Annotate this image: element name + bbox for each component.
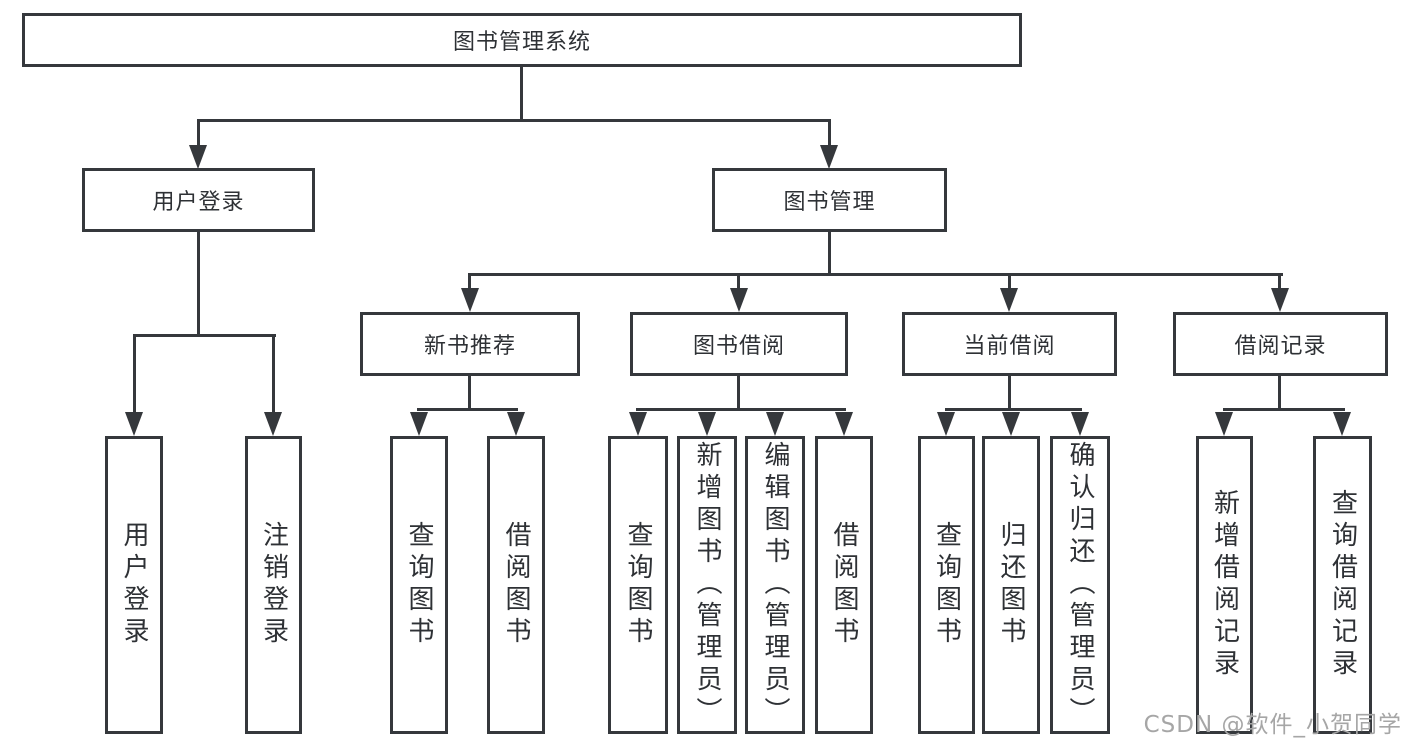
leaf-label: 确认归还（管理员） — [1065, 441, 1095, 729]
leaf-add-borrow-record: 新增借阅记录 — [1196, 436, 1253, 734]
node-current-borrow-label: 当前借阅 — [963, 334, 1056, 359]
leaf-borrow-books: 借阅图书 — [815, 436, 873, 734]
connector-root-stem — [520, 67, 523, 120]
leaf-label: 用户登录 — [119, 521, 149, 649]
leaf-label: 归还图书 — [996, 521, 1026, 649]
connector-drop — [737, 273, 740, 291]
node-borrow-records-label: 借阅记录 — [1234, 334, 1327, 359]
node-root: 图书管理系统 — [22, 13, 1022, 67]
connector-group-bar — [1223, 408, 1345, 411]
leaf-logout: 注销登录 — [245, 436, 302, 734]
leaf-query-books-recommend: 查询图书 — [390, 436, 448, 734]
arrow-down-icon — [410, 412, 428, 436]
node-root-label: 图书管理系统 — [452, 30, 591, 55]
arrow-down-icon — [1215, 412, 1233, 436]
leaf-user-login: 用户登录 — [105, 436, 163, 734]
arrow-down-icon — [698, 412, 716, 436]
arrow-down-icon — [461, 288, 479, 312]
connector-group-stem — [1008, 376, 1011, 411]
connector-bookmgmt-stem — [828, 232, 831, 276]
leaf-return-books: 归还图书 — [982, 436, 1040, 734]
node-borrow-records: 借阅记录 — [1173, 312, 1388, 376]
connector-group-stem — [468, 376, 471, 411]
connector-group-bar — [945, 408, 1082, 411]
arrow-down-icon — [1271, 288, 1289, 312]
leaf-label: 新增借阅记录 — [1209, 489, 1240, 681]
node-book-management-label: 图书管理 — [783, 190, 876, 215]
connector-drop — [1278, 273, 1281, 291]
node-user-login-label: 用户登录 — [152, 190, 245, 215]
leaf-label: 借阅图书 — [501, 521, 531, 649]
arrow-down-icon — [629, 412, 647, 436]
leaf-label: 新增图书（管理员） — [692, 441, 722, 729]
node-user-login: 用户登录 — [82, 168, 315, 232]
arrow-down-icon — [1333, 412, 1351, 436]
connector-drop — [133, 334, 136, 414]
arrow-down-icon — [835, 412, 853, 436]
connector-group-bar — [636, 408, 846, 411]
leaf-label: 查询图书 — [623, 521, 653, 649]
connector-group-stem — [737, 376, 740, 411]
node-book-borrow-label: 图书借阅 — [692, 334, 785, 359]
leaf-add-books-admin: 新增图书（管理员） — [677, 436, 737, 734]
csdn-watermark: CSDN @软件_小贺同学 — [1143, 712, 1402, 738]
connector-drop — [468, 273, 471, 291]
node-new-book-recommend-label: 新书推荐 — [423, 334, 516, 359]
leaf-edit-books-admin: 编辑图书（管理员） — [745, 436, 805, 734]
arrow-down-icon — [730, 288, 748, 312]
leaf-query-borrow-record: 查询借阅记录 — [1313, 436, 1372, 734]
leaf-label: 注销登录 — [258, 521, 289, 649]
leaf-label: 编辑图书（管理员） — [760, 441, 790, 729]
connector-bookmgmt-bar — [468, 273, 1283, 276]
node-new-book-recommend: 新书推荐 — [360, 312, 580, 376]
node-book-borrow: 图书借阅 — [630, 312, 848, 376]
arrow-down-icon — [1002, 412, 1020, 436]
arrow-down-icon — [1000, 288, 1018, 312]
leaf-borrow-books-recommend: 借阅图书 — [487, 436, 545, 734]
leaf-query-books-current: 查询图书 — [918, 436, 975, 734]
connector-drop-book-management — [828, 119, 831, 149]
connector-userlogin-bar — [133, 334, 276, 337]
node-book-management: 图书管理 — [712, 168, 947, 232]
connector-root-bar — [197, 119, 831, 122]
leaf-label: 查询图书 — [404, 521, 434, 649]
leaf-label: 查询图书 — [931, 521, 962, 649]
connector-group-bar — [417, 408, 518, 411]
leaf-label: 查询借阅记录 — [1327, 489, 1358, 681]
node-current-borrow: 当前借阅 — [902, 312, 1117, 376]
arrow-down-icon — [1071, 412, 1089, 436]
arrow-down-icon — [125, 412, 143, 436]
arrow-down-icon — [766, 412, 784, 436]
leaf-label: 借阅图书 — [829, 521, 859, 649]
arrow-down-icon — [820, 145, 838, 169]
connector-drop-user-login — [197, 119, 200, 149]
arrow-down-icon — [507, 412, 525, 436]
connector-group-stem — [1278, 376, 1281, 411]
arrow-down-icon — [937, 412, 955, 436]
connector-drop — [1008, 273, 1011, 291]
leaf-query-books-borrow: 查询图书 — [608, 436, 668, 734]
leaf-confirm-return-admin: 确认归还（管理员） — [1050, 436, 1110, 734]
connector-userlogin-stem — [197, 232, 200, 337]
arrow-down-icon — [189, 145, 207, 169]
arrow-down-icon — [264, 412, 282, 436]
connector-drop — [272, 334, 275, 414]
